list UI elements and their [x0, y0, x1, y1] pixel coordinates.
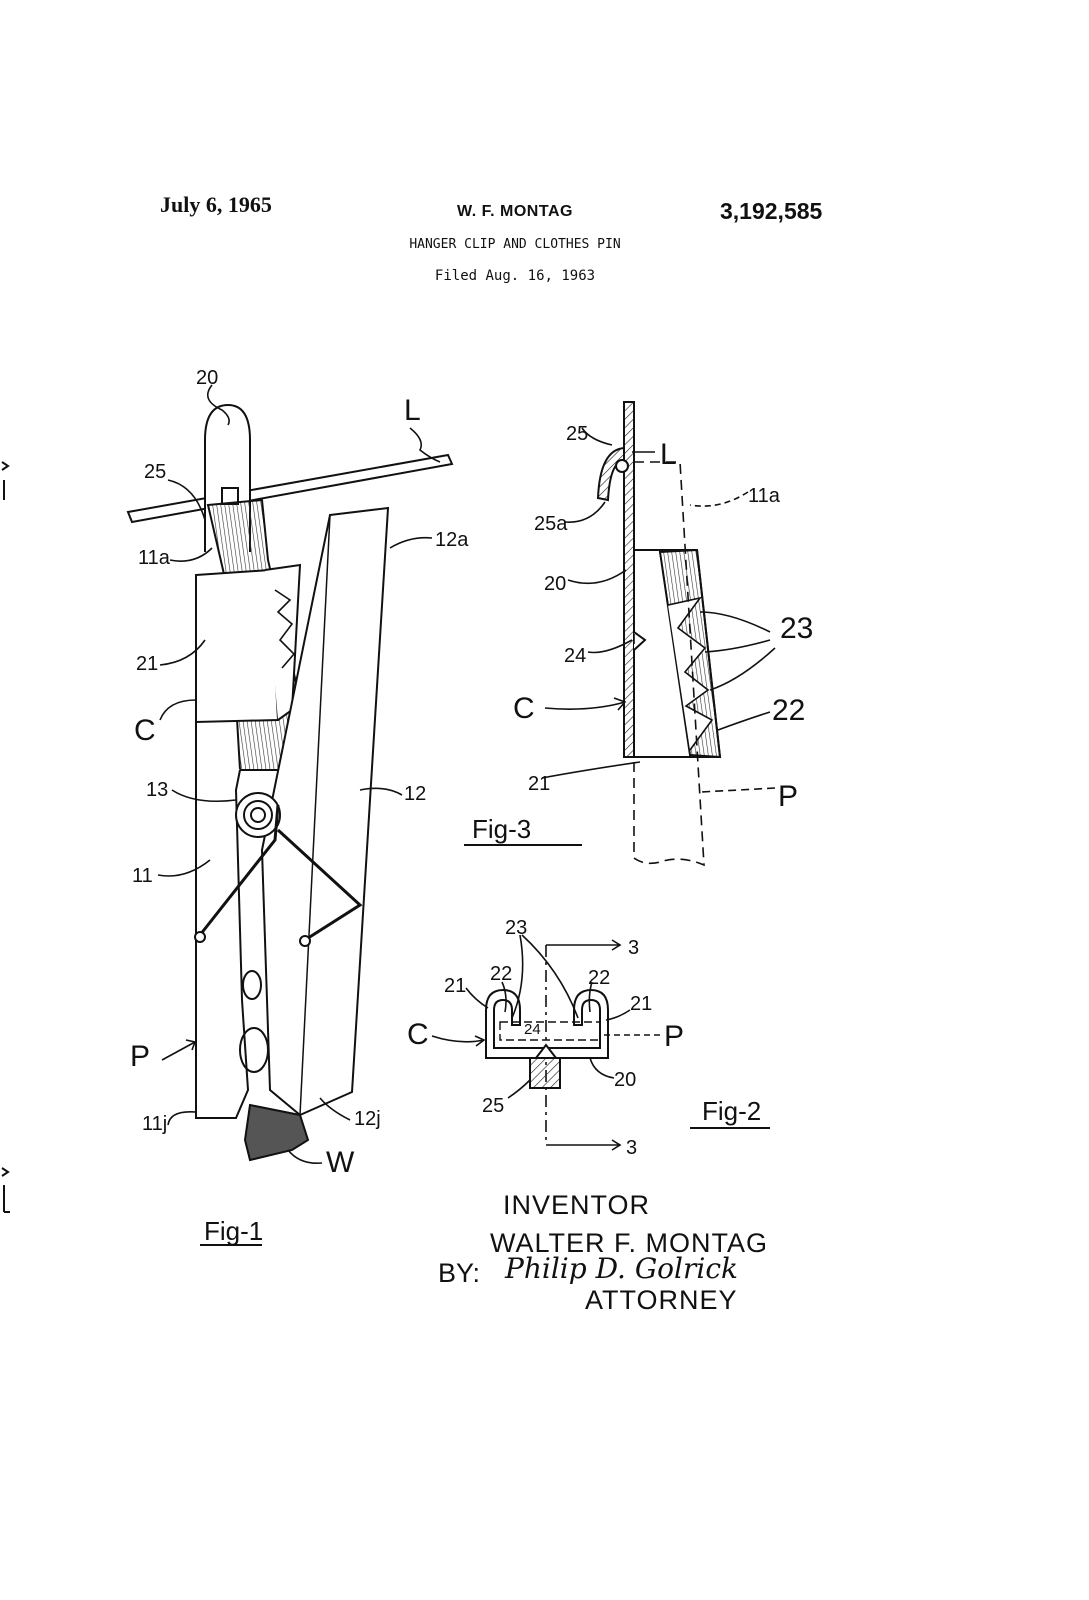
inventor-name: WALTER F. MONTAG: [490, 1228, 768, 1258]
fig2-label-3-top: 3: [628, 937, 639, 959]
fig3-hook-25: [596, 446, 625, 502]
fig1-label-12a: 12a: [435, 529, 469, 551]
fig2-label-24: 24: [524, 1021, 541, 1038]
fig2-label-21-left: 21: [444, 975, 466, 997]
fig2-label-P: P: [664, 1020, 684, 1053]
fig1-label-P: P: [130, 1040, 150, 1073]
inventor-header: W. F. MONTAG: [457, 203, 573, 220]
fig3-label-11a: 11a: [748, 485, 781, 507]
by-label: BY:: [438, 1258, 481, 1288]
hanger-line-rod: [126, 453, 454, 524]
attorney-label: ATTORNEY: [585, 1285, 738, 1315]
fig1-label-11: 11: [132, 865, 153, 887]
fig3-label-23: 23: [780, 612, 813, 645]
fig3-plate-20: [623, 401, 635, 758]
fig3-teeth-23: [659, 551, 714, 751]
figure-1: [126, 384, 454, 1246]
fig2-pin-outline: [499, 1021, 601, 1041]
spring-coil: [235, 792, 281, 838]
fig2-label-22-right: 22: [588, 967, 610, 989]
fig1-label-12j: 12j: [354, 1108, 381, 1130]
fig1-label-L: L: [404, 394, 421, 427]
fig2-label-C: C: [407, 1018, 429, 1051]
fig1-label-W: W: [326, 1146, 355, 1179]
patent-number: 3,192,585: [720, 198, 823, 224]
clip-teeth: [274, 589, 296, 669]
inventor-label: INVENTOR: [503, 1190, 651, 1220]
fig3-label-20: 20: [544, 573, 566, 595]
spring-arm-right: [276, 828, 363, 942]
figure-3: [464, 401, 776, 867]
fig3-label-24: 24: [564, 645, 586, 667]
fig2-label-22-left: 22: [490, 963, 512, 985]
fig3-label-L: L: [660, 438, 677, 471]
fig1-label-C: C: [134, 714, 156, 747]
patent-title: HANGER CLIP AND CLOTHES PIN: [409, 237, 621, 252]
fig1-label-20: 20: [196, 367, 218, 389]
figure-2-labels: 23 3 21 22 22 21 C 24 P 20 25 3 Fig-2: [407, 917, 761, 1159]
fig3-label-25a: 25a: [534, 513, 568, 535]
fig3-label-22: 22: [772, 694, 805, 727]
fig3-pin-outline: [633, 461, 705, 867]
fig2-label-25: 25: [482, 1095, 504, 1117]
fig3-label-21: 21: [528, 773, 550, 795]
fig3-label-25: 25: [566, 423, 588, 445]
fig1-caption: Fig-1: [204, 1216, 263, 1246]
fig2-caption: Fig-2: [702, 1096, 761, 1126]
attorney-signature: Philip D. Golrick: [505, 1252, 738, 1285]
patent-date: July 6, 1965: [160, 192, 272, 217]
fig1-label-21: 21: [136, 653, 158, 675]
fig1-label-25: 25: [144, 461, 166, 483]
fig2-hook-25: [529, 1057, 561, 1089]
pin-leg-11: [195, 722, 250, 1119]
figure-3-labels: 25 L 11a 25a 20 23 24 22 C 21 P Fig-3: [472, 423, 813, 844]
fig1-label-13: 13: [146, 779, 168, 801]
fig1-label-11a: 11a: [138, 547, 171, 569]
clip-housing-21: [195, 568, 280, 724]
fig1-label-11j: 11j: [142, 1113, 167, 1135]
spring-arm-left: [198, 804, 280, 936]
filed-date: Filed Aug. 16, 1963: [434, 268, 596, 284]
fig3-caption: Fig-3: [472, 814, 531, 844]
fig2-label-21-right: 21: [630, 993, 652, 1015]
fig2-label-20: 20: [614, 1069, 636, 1091]
figure-2: [431, 934, 770, 1151]
fabric-w: [243, 1103, 310, 1162]
fig1-label-12: 12: [404, 783, 426, 805]
scan-margin-marks: [1, 461, 10, 1213]
fig3-label-P: P: [778, 780, 798, 813]
fig2-label-3-bottom: 3: [626, 1137, 637, 1159]
fig2-label-23: 23: [505, 917, 527, 939]
figure-1-labels: 20 L 25 11a 12a 21 C 13 12 11 P 11j 12j …: [130, 367, 469, 1246]
fig3-label-C: C: [513, 692, 535, 725]
fig3-line-L: [615, 459, 629, 473]
